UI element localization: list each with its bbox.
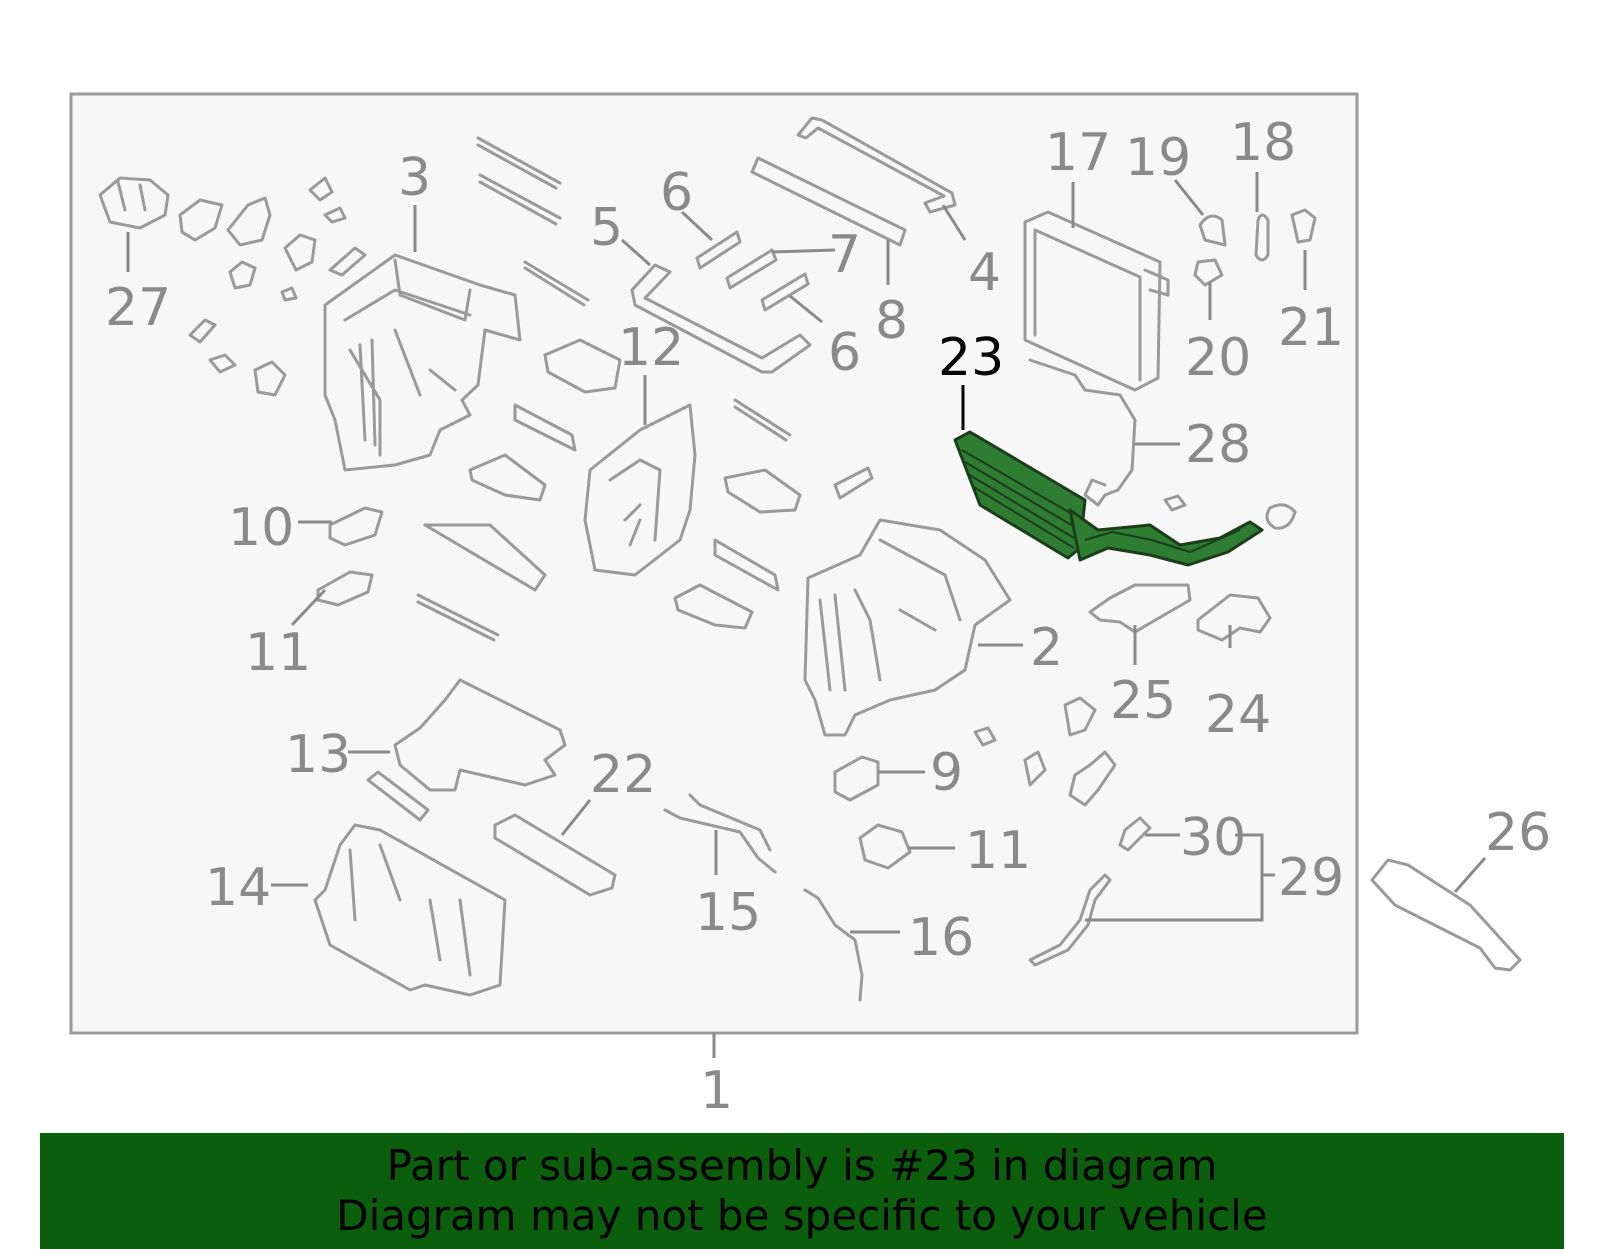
callout-9: 9 (930, 743, 963, 803)
callout-10: 10 (228, 498, 294, 558)
callout-2: 2 (1030, 618, 1063, 678)
callout-22: 22 (590, 745, 656, 805)
callout-30: 30 (1180, 808, 1246, 868)
callout-13: 13 (285, 725, 351, 785)
part-22-duct (493, 813, 617, 897)
callout-18: 18 (1230, 113, 1296, 173)
callout-5: 5 (590, 198, 623, 258)
callout-24: 24 (1205, 685, 1271, 745)
part-misc-actuators (973, 696, 1117, 807)
part-24-25-brackets (1088, 494, 1297, 642)
part-17-evaporator (1023, 210, 1170, 392)
part-5-seal (630, 263, 812, 374)
callout-6b: 6 (828, 323, 861, 383)
part-12-mode-door (583, 403, 697, 577)
callout-6a: 6 (660, 163, 693, 223)
callout-8: 8 (875, 291, 908, 351)
callout-7: 7 (828, 225, 861, 285)
callout-21: 21 (1278, 298, 1344, 358)
callout-26: 26 (1485, 803, 1551, 863)
part-29-30-pipes (1028, 816, 1152, 967)
part-15-16-hoses (663, 793, 864, 1002)
part-18-19-20-21-clips (1193, 208, 1317, 287)
callout-27: 27 (105, 278, 171, 338)
callout-14: 14 (205, 858, 271, 918)
banner-line-1: Part or sub-assembly is #23 in diagram (386, 1141, 1218, 1190)
info-banner: Part or sub-assembly is #23 in diagram D… (40, 1133, 1564, 1249)
callout-4: 4 (968, 243, 1001, 303)
callout-20: 20 (1185, 328, 1251, 388)
callout-1: 1 (700, 1061, 733, 1121)
callout-25: 25 (1110, 671, 1176, 731)
callout-23: 23 (938, 328, 1004, 388)
part-3-hvac-case-upper (323, 253, 522, 472)
part-10-11-9-vents (316, 506, 912, 870)
part-13-duct (366, 678, 567, 822)
callout-12: 12 (618, 318, 684, 378)
callout-11b: 11 (965, 821, 1031, 881)
part-4-pipe-seal (796, 116, 957, 214)
part-27-blower-motor (98, 176, 367, 397)
callout-16: 16 (908, 908, 974, 968)
part-8-seal (750, 156, 907, 247)
callout-3: 3 (398, 148, 431, 208)
part-28-sensor-wire (1028, 358, 1137, 507)
callout-29: 29 (1278, 848, 1344, 908)
part-14-duct (313, 823, 507, 997)
callout-19: 19 (1125, 128, 1191, 188)
part-6-7-seals (695, 230, 810, 312)
part-23-heater-core (953, 430, 1264, 567)
callout-labels: 27 3 6 5 7 6 8 4 12 17 19 18 20 21 23 28… (105, 113, 1551, 1121)
part-26-duct (1370, 858, 1522, 972)
part-2-hvac-case-lower (803, 518, 1012, 737)
callout-15: 15 (695, 883, 761, 943)
leader-lines (126, 172, 1487, 934)
callout-11a: 11 (245, 623, 311, 683)
banner-line-2: Diagram may not be specific to your vehi… (336, 1191, 1268, 1240)
callout-28: 28 (1185, 415, 1251, 475)
callout-17: 17 (1045, 123, 1111, 183)
part-rods-and-links (416, 136, 874, 642)
